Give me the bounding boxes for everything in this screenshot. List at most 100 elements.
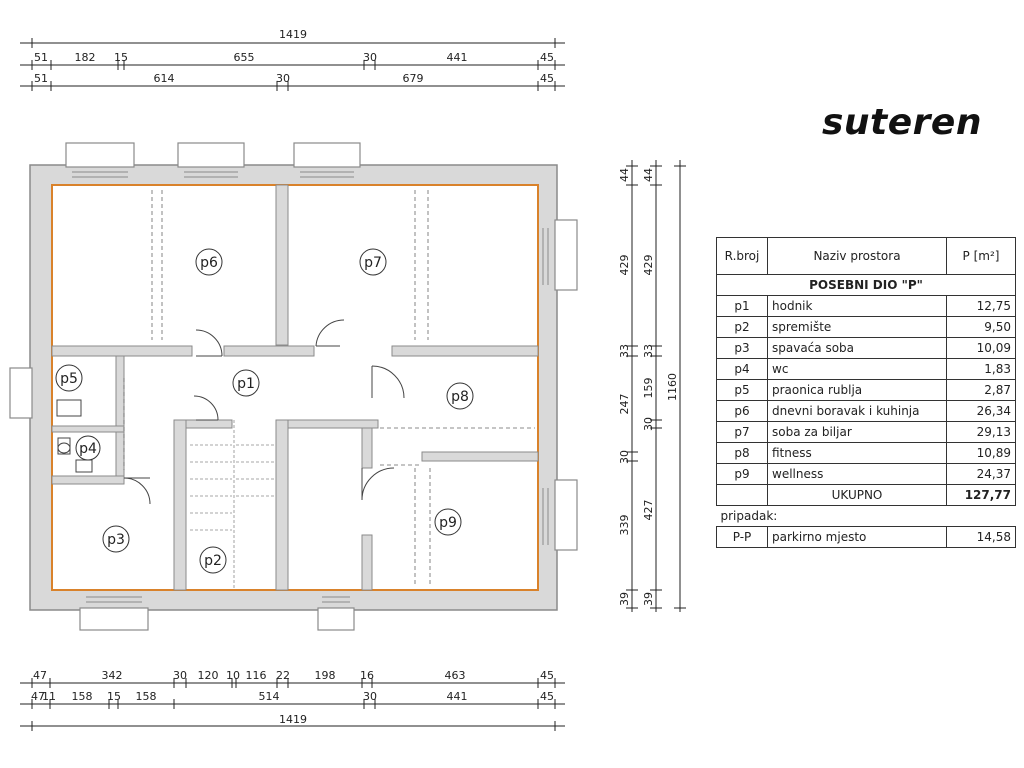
dim-bot-r1-6: 22 [276,669,290,682]
room-p9: p9 [434,508,462,536]
room-p5: p5 [55,364,83,392]
dim-top-r1-5: 441 [447,51,468,64]
dim-bot-r2-7: 441 [447,690,468,703]
table-annex-label-row: pripadak: [716,505,1016,527]
row-name: dnevni boravak i kuhinja [767,400,947,422]
dim-right-c2-0: 44 [642,168,655,182]
total-spacer [716,484,768,506]
row-number: p1 [716,295,768,317]
dim-right-c2-4: 30 [642,417,655,431]
window-wells [65,142,578,631]
plan-title: suteren [822,102,982,143]
dim-top-r2-1: 614 [154,72,175,85]
row-area: 1,83 [946,358,1016,380]
dim-right-c1-2: 33 [618,344,631,358]
window-glazing [72,171,549,603]
room-labels: p6 p7 p5 p1 p8 p4 p9 p3 p2 [55,248,474,574]
room-p6: p6 [195,248,223,276]
annex-name: parkirno mjesto [767,526,947,548]
dim-top-total: 1419 [279,28,307,41]
total-value: 127,77 [946,484,1016,506]
room-label-p6: p6 [200,255,218,271]
row-area: 9,50 [946,316,1016,338]
row-number: p5 [716,379,768,401]
dim-bot-r2-3: 15 [107,690,121,703]
total-label: UKUPNO [767,484,947,506]
row-number: p7 [716,421,768,443]
row-name: wellness [767,463,947,485]
row-area: 2,87 [946,379,1016,401]
right-dimension-labels: 44 429 33 247 30 339 39 44 429 33 159 30… [618,168,679,606]
dim-bot-r1-10: 45 [540,669,554,682]
table-section-row: POSEBNI DIO "P" [716,274,1016,296]
dim-bot-r1-0: 47 [33,669,47,682]
row-number: p4 [716,358,768,380]
annex-number: P-P [716,526,768,548]
dim-top-r1-3: 655 [234,51,255,64]
dim-bot-r1-8: 16 [360,669,374,682]
annex-area: 14,58 [946,526,1016,548]
room-label-p3: p3 [107,532,125,548]
dim-right-c2-6: 39 [642,592,655,606]
row-area: 10,09 [946,337,1016,359]
dim-top-r2-2: 30 [276,72,290,85]
row-name: spremište [767,316,947,338]
header-number: R.broj [716,237,768,275]
dim-bot-r2-8: 45 [540,690,554,703]
table-annex-row: P-P parkirno mjesto 14,58 [716,526,1016,548]
top-dimension-labels: 1419 51 182 15 655 30 441 45 51 614 30 6… [34,28,554,85]
room-label-p5: p5 [60,371,78,387]
dim-right-c1-4: 30 [618,450,631,464]
dim-top-r1-6: 45 [540,51,554,64]
dim-bot-r2-5: 514 [259,690,280,703]
dim-right-c1-0: 44 [618,168,631,182]
room-p3: p3 [102,525,130,553]
dim-right-c1-5: 339 [618,515,631,536]
room-p8: p8 [446,382,474,410]
top-dimensions [20,38,565,91]
row-name: hodnik [767,295,947,317]
room-p4: p4 [75,435,101,461]
row-number: p3 [716,337,768,359]
dim-bot-r2-6: 30 [363,690,377,703]
bottom-dimensions [20,678,565,731]
room-p7: p7 [359,248,387,276]
dim-top-r1-0: 51 [34,51,48,64]
row-number: p2 [716,316,768,338]
room-label-p7: p7 [364,255,382,271]
dim-right-c2-3: 159 [642,378,655,399]
right-dimensions [626,160,686,612]
room-label-p2: p2 [204,553,222,569]
room-p2: p2 [199,546,227,574]
row-area: 26,34 [946,400,1016,422]
row-area: 29,13 [946,421,1016,443]
row-name: spavaća soba [767,337,947,359]
dim-bot-r2-1: 11 [42,690,56,703]
dim-top-r1-1: 182 [75,51,96,64]
dim-bot-r1-4: 10 [226,669,240,682]
dim-bot-r1-3: 120 [198,669,219,682]
fixtures [56,399,93,473]
room-area-table: R.broj Naziv prostora P [m²] POSEBNI DIO… [716,237,1016,548]
row-number: p6 [716,400,768,422]
dim-top-r1-4: 30 [363,51,377,64]
dim-right-c2-2: 33 [642,344,655,358]
interior-walls [51,184,539,591]
section-title: POSEBNI DIO "P" [716,274,1016,296]
dim-bot-r1-5: 116 [246,669,267,682]
row-number: p8 [716,442,768,464]
dim-top-r2-4: 45 [540,72,554,85]
table-total-row: UKUPNO 127,77 [716,484,1016,506]
dim-right-c1-6: 39 [618,592,631,606]
dim-right-c1-3: 247 [618,394,631,415]
dim-bot-r1-9: 463 [445,669,466,682]
row-number: p9 [716,463,768,485]
dim-bot-r2-0: 47 [31,690,45,703]
